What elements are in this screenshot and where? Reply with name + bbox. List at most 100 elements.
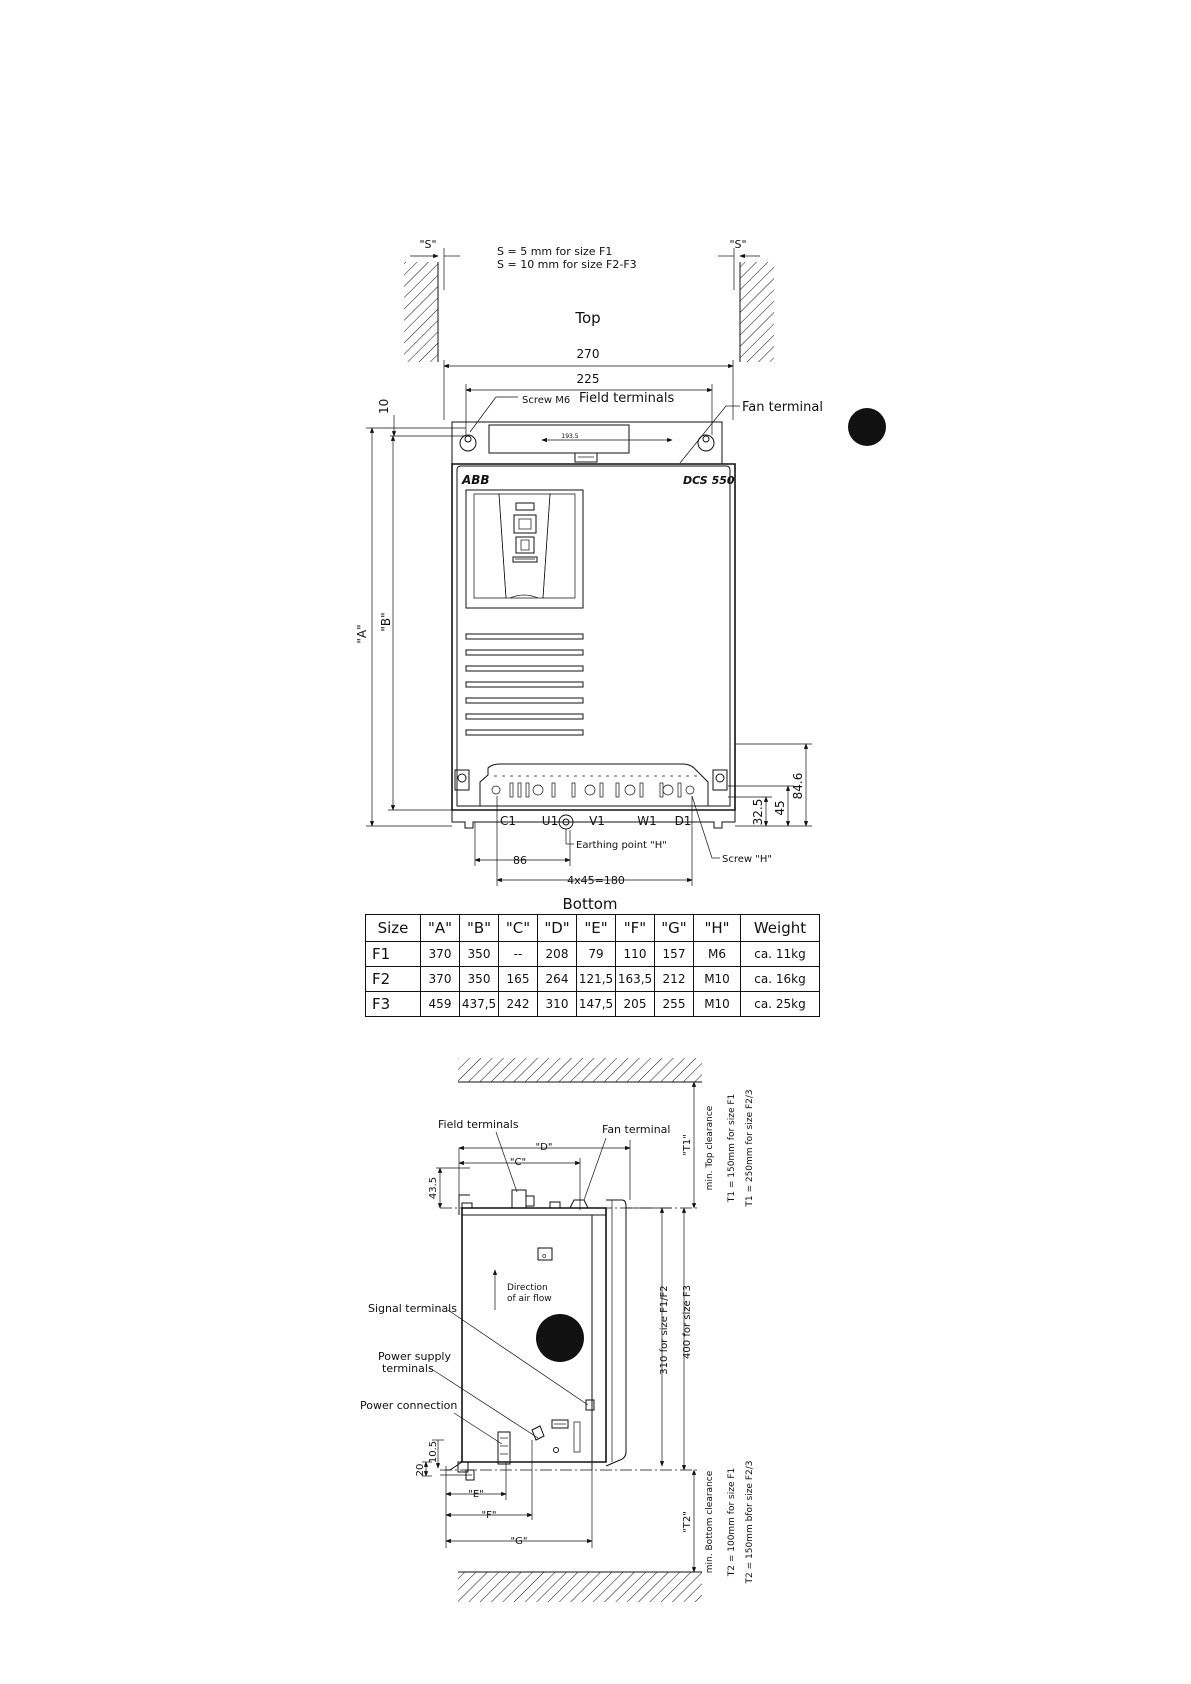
table-header-cell: "B": [459, 914, 499, 942]
dim-32-5: 32.5: [751, 799, 765, 826]
dim-310: 310 for size F1/F2: [659, 1285, 670, 1374]
power-supply-label-1: Power supply: [378, 1350, 451, 1363]
dim-e: "E": [468, 1489, 484, 1500]
power-supply-label-2: terminals: [382, 1362, 434, 1375]
black-marker-dot: [848, 408, 886, 446]
table-header-row: Size "A" "B" "C" "D" "E" "F" "G" "H" Wei…: [365, 914, 820, 942]
table-cell: 163,5: [615, 966, 655, 992]
t1-f1-note: T1 = 150mm for size F1: [727, 1094, 737, 1204]
dim-d: "D": [536, 1142, 553, 1153]
right-wall-hatch: [740, 262, 774, 362]
table-cell: 350: [459, 966, 499, 992]
dim-400: 400 for size F3: [682, 1285, 693, 1359]
field-terminals-label: Field terminals: [579, 391, 674, 406]
svg-text:V1: V1: [589, 814, 605, 828]
table-cell: 350: [459, 941, 499, 967]
table-cell: 370: [420, 966, 460, 992]
table-header-cell: "H": [693, 914, 741, 942]
table-cell: F2: [365, 966, 421, 992]
svg-text:o: o: [542, 1252, 546, 1260]
table-cell: ca. 11kg: [740, 941, 820, 967]
terminal-slots: [491, 782, 695, 798]
side-fan-terminal-label: Fan terminal: [602, 1123, 670, 1136]
table-cell: M10: [693, 966, 741, 992]
dim-84-6: 84.6: [791, 773, 805, 800]
left-wall-hatch: [404, 262, 438, 362]
table-header-cell: "F": [615, 914, 655, 942]
table-row: F3 459 437,5 242 310 147,5 205 255 M10 c…: [365, 991, 820, 1017]
top-wall-hatch: [458, 1058, 702, 1082]
mounting-plate: [451, 421, 723, 465]
table-cell: 208: [537, 941, 577, 967]
power-connection-label: Power connection: [360, 1399, 457, 1412]
dim-4x45: 4x45=180: [567, 874, 625, 887]
dim-b: "B": [379, 612, 393, 631]
svg-text:C1: C1: [500, 814, 516, 828]
table-cell: 264: [537, 966, 577, 992]
direction-label: Direction: [507, 1283, 548, 1293]
table-cell: 242: [498, 991, 538, 1017]
table-cell: ca. 16kg: [740, 966, 820, 992]
control-panel: [465, 489, 584, 609]
air-flow-label: of air flow: [507, 1294, 552, 1304]
table-cell: 212: [654, 966, 694, 992]
bottom-clearance-label: min. Bottom clearance: [705, 1470, 715, 1573]
table-cell: 110: [615, 941, 655, 967]
table-cell: 147,5: [576, 991, 616, 1017]
dim-86: 86: [513, 854, 527, 867]
table-cell: 121,5: [576, 966, 616, 992]
bottom-wall-hatch: [458, 1572, 702, 1602]
dim-225: 225: [577, 372, 600, 386]
dim-45: 45: [773, 800, 787, 815]
s-note-1: S = 5 mm for size F1: [497, 245, 612, 258]
table-header-cell: Weight: [740, 914, 820, 942]
terminal-labels: C1 U1 V1 W1 D1: [500, 814, 691, 828]
s-note-2: S = 10 mm for size F2-F3: [497, 258, 637, 271]
table-cell: 459: [420, 991, 460, 1017]
table-cell: M6: [693, 941, 741, 967]
table-cell: 165: [498, 966, 538, 992]
side-field-terminals-label: Field terminals: [438, 1118, 519, 1131]
top-clearance-label: min. Top clearance: [705, 1105, 715, 1190]
dim-193-5: 193.5: [561, 433, 578, 440]
dim-c: "C": [510, 1157, 526, 1168]
dim-f: "F": [482, 1510, 497, 1521]
dim-t2: "T2": [682, 1511, 693, 1533]
table-cell: 437,5: [459, 991, 499, 1017]
drive-body: [451, 463, 736, 811]
t2-f1-note: T2 = 100mm for size F1: [727, 1468, 737, 1578]
table-cell: ca. 25kg: [740, 991, 820, 1017]
t1-f23-note: T1 = 250mm for size F2/3: [745, 1089, 755, 1207]
table-cell: M10: [693, 991, 741, 1017]
table-header-cell: "E": [576, 914, 616, 942]
table-header-cell: "A": [420, 914, 460, 942]
top-view: "S" "S" S = 5 mm for size F1 S = 10 mm f…: [355, 238, 886, 913]
screw-h-label: Screw "H": [722, 854, 772, 865]
table-header-cell: "G": [654, 914, 694, 942]
model-label: DCS 550: [683, 474, 735, 487]
dim-20: 20: [415, 1464, 426, 1477]
dim-43-5: 43.5: [428, 1177, 439, 1199]
dim-t1: "T1": [682, 1134, 693, 1156]
table-cell: 310: [537, 991, 577, 1017]
table-header-cell: "C": [498, 914, 538, 942]
side-field-terminal-block: [511, 1189, 527, 1209]
dim-g: "G": [511, 1536, 528, 1547]
power-terminal-block: [479, 763, 709, 807]
svg-text:D1: D1: [675, 814, 692, 828]
bottom-label: Bottom: [562, 895, 617, 913]
table-cell: --: [498, 941, 538, 967]
top-label: Top: [574, 309, 600, 327]
table-cell: F1: [365, 941, 421, 967]
side-view: Field terminals Fan terminal "D" "C" 43.…: [360, 1058, 755, 1602]
table-cell: 157: [654, 941, 694, 967]
t2-f23-note: T2 = 150mm bfor size F2/3: [745, 1461, 755, 1585]
earthing-point-label: Earthing point "H": [576, 840, 667, 851]
signal-terminals-label: Signal terminals: [368, 1302, 457, 1315]
dim-a: "A": [355, 624, 369, 643]
dim-10-5: 10.5: [428, 1441, 439, 1463]
table-header-cell: "D": [537, 914, 577, 942]
svg-text:U1: U1: [542, 814, 558, 828]
screw-m6-label: Screw M6: [522, 395, 570, 406]
fan-terminal-label: Fan terminal: [742, 400, 823, 415]
